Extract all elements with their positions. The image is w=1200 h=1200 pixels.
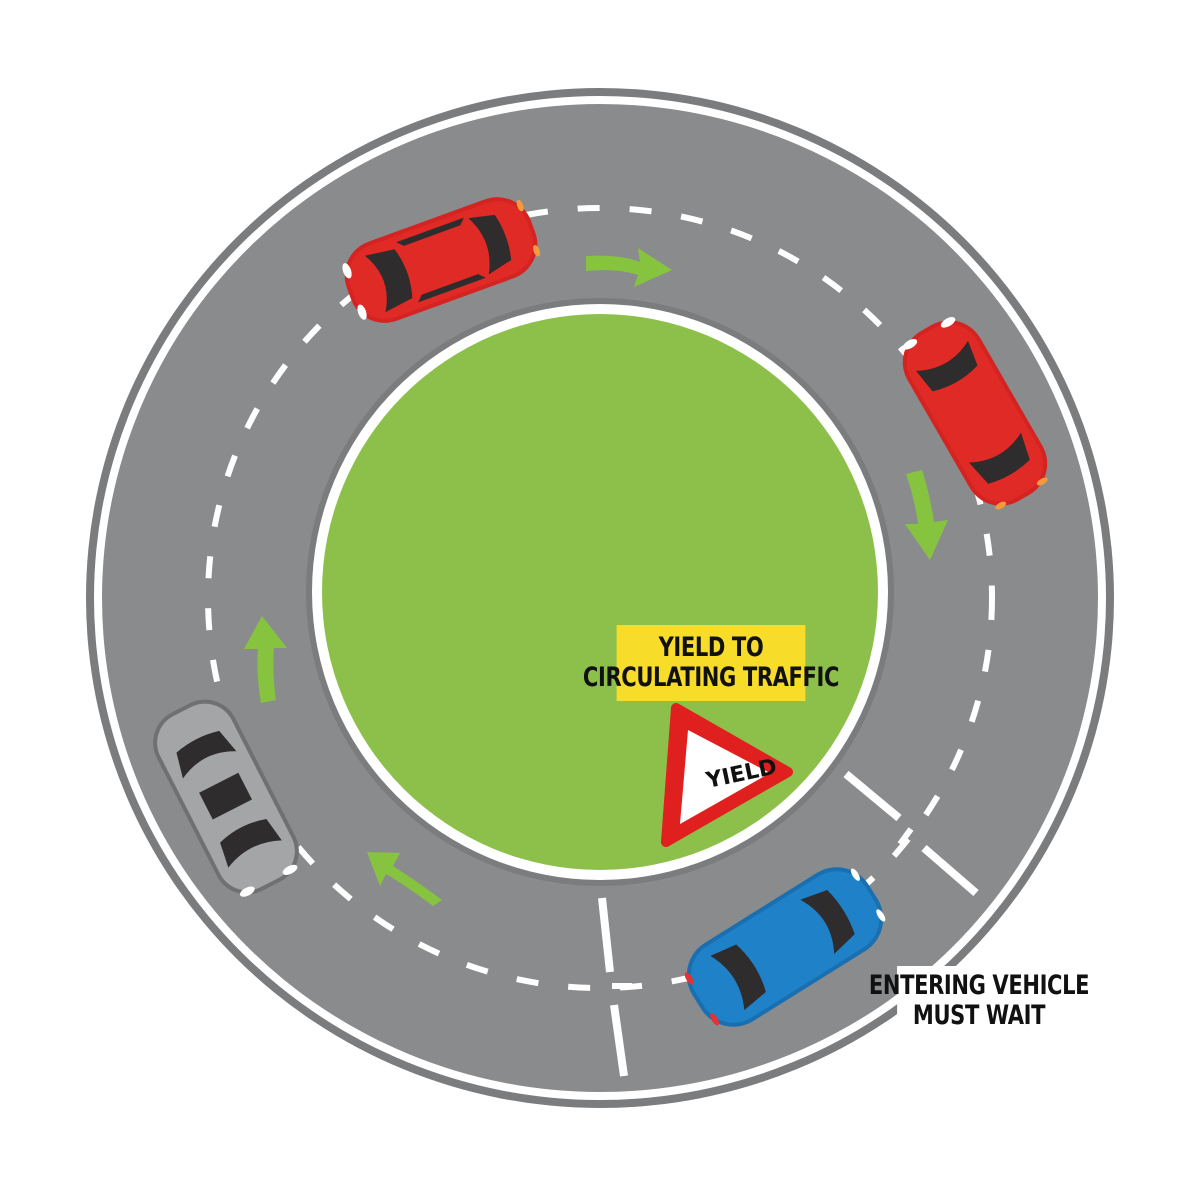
yield-triangle-sign-icon: YIELD [661,703,793,847]
central-island [306,298,894,886]
callout-line1: ENTERING VEHICLE [868,969,1090,1001]
flow-arrow-right [905,470,948,560]
silver-car-left [153,699,299,897]
yield-banner: YIELD TO CIRCULATING TRAFFIC [583,625,839,701]
red-car-top [342,197,541,323]
yield-banner-line2: CIRCULATING TRAFFIC [582,662,840,693]
flow-arrow-bottom-left [367,852,442,906]
entering-vehicle-callout: ENTERING VEHICLE MUST WAIT [869,966,1090,1036]
road-ring [86,88,1114,1108]
yield-banner-line1: YIELD TO [658,631,764,663]
entry-lane-markings [598,770,979,1077]
lane-divider-dashed [205,205,995,991]
red-car-right [902,317,1048,510]
flow-arrow-left [244,616,287,703]
callout-line2: MUST WAIT [912,1000,1046,1031]
blue-car-entering [684,867,886,1027]
flow-arrow-top [586,248,672,287]
